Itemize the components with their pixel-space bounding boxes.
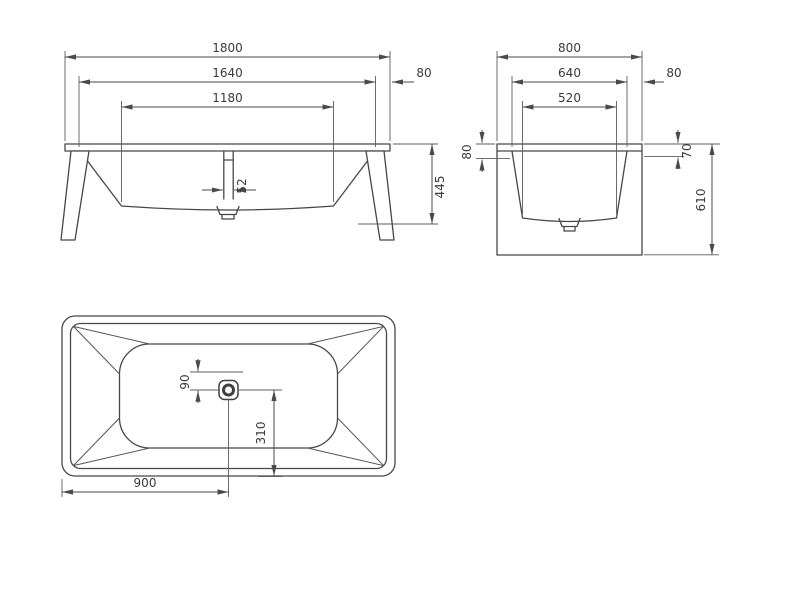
end-dim-label-overall-height: 610 bbox=[694, 189, 708, 212]
plan-dim-label-drain-from-end: 900 bbox=[134, 476, 157, 490]
plan-dim-label-drain-to-edge: 310 bbox=[254, 422, 268, 445]
end-dim-label-rim-offset: 80 bbox=[666, 66, 681, 80]
front-extension-lines bbox=[64, 51, 438, 225]
front-dim-label-rim-length: 1640 bbox=[212, 66, 243, 80]
drain-outline bbox=[218, 379, 239, 401]
end-dim-label-bottom-width: 520 bbox=[558, 91, 581, 105]
front-dim-label-rim-offset: 80 bbox=[416, 66, 431, 80]
plan-corner-creases bbox=[72, 325, 385, 467]
plan-dim-label-drain-offset: 90 bbox=[178, 374, 192, 389]
front-dim-label-waste-width: 52 bbox=[235, 178, 249, 193]
end-extension-lines bbox=[476, 51, 720, 256]
end-drain-boss bbox=[558, 217, 581, 232]
front-right-leg bbox=[365, 150, 395, 241]
front-dim-label-bottom-length: 1180 bbox=[212, 91, 243, 105]
front-elevation-view: 1800 1640 80 1180 52 445 bbox=[60, 41, 447, 241]
front-basin-outline bbox=[79, 150, 376, 211]
end-dim-label-rim-drop-right: 70 bbox=[680, 143, 694, 158]
front-rim-outline bbox=[64, 143, 391, 152]
front-drain-boss bbox=[216, 205, 240, 220]
front-waste-pipe bbox=[223, 150, 234, 200]
end-dim-label-rim-drop-left: 80 bbox=[460, 144, 474, 159]
end-outline bbox=[496, 143, 643, 256]
end-dim-label-overall-width: 800 bbox=[558, 41, 581, 55]
plan-extension-lines bbox=[61, 371, 282, 497]
end-dim-label-rim-width: 640 bbox=[558, 66, 581, 80]
front-dim-label-overall-length: 1800 bbox=[212, 41, 243, 55]
front-dim-label-depth: 445 bbox=[433, 176, 447, 199]
end-elevation-view: 800 640 80 520 80 70 610 bbox=[460, 41, 720, 256]
plan-view: 90 310 900 bbox=[61, 315, 396, 497]
front-left-leg bbox=[60, 150, 90, 241]
drain-hole bbox=[222, 383, 235, 397]
end-basin-outline bbox=[511, 150, 628, 223]
